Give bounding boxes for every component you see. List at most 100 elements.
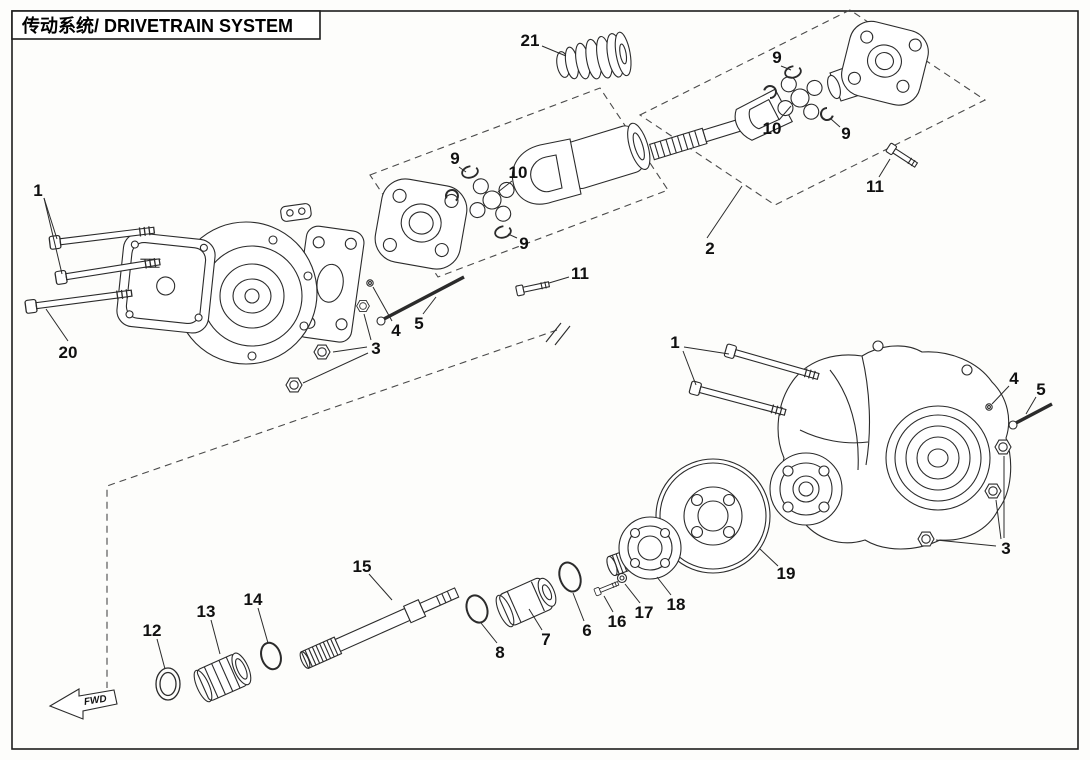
brake-disc	[655, 458, 771, 574]
leader-line-18	[656, 576, 672, 596]
snap-ring	[492, 223, 514, 241]
leader-line-13	[210, 619, 221, 655]
leader-line-5	[1025, 396, 1037, 415]
top-bracket	[280, 203, 312, 222]
leader-line-20	[45, 308, 69, 342]
callout-4: 4	[1009, 369, 1019, 388]
front-propshaft-assembly	[369, 87, 669, 297]
leader-line-3	[363, 313, 372, 341]
leader-line-14	[257, 607, 269, 644]
output-flange	[769, 452, 843, 526]
hub-flange	[606, 516, 682, 580]
yoke-fork-front	[512, 138, 582, 205]
hub-bolt	[593, 579, 620, 597]
hex-nut	[994, 439, 1012, 455]
stud-bolt-front	[376, 275, 465, 326]
leader-line-2	[706, 185, 743, 239]
hex-nut	[313, 344, 331, 360]
flange-bolt-long	[24, 286, 134, 315]
leader-line-1	[43, 197, 58, 240]
callout-20: 20	[59, 343, 78, 362]
callout-16: 16	[608, 612, 627, 631]
callout-21: 21	[521, 31, 540, 50]
hex-nut	[356, 300, 370, 312]
callout-7: 7	[541, 630, 550, 649]
callout-9: 9	[519, 234, 528, 253]
universal-joint	[776, 75, 824, 121]
hex-nut	[285, 377, 303, 393]
callout-19: 19	[777, 564, 796, 583]
leader-line-3	[302, 352, 369, 384]
callout-6: 6	[582, 621, 591, 640]
leader-line-17	[624, 583, 641, 604]
callout-5: 5	[414, 314, 423, 333]
companion-flange-front	[374, 178, 468, 270]
callout-18: 18	[667, 595, 686, 614]
snap-ring	[782, 63, 804, 81]
coupler-front	[193, 652, 252, 703]
leader-line-16	[603, 595, 614, 613]
callout-1: 1	[670, 333, 679, 352]
snap-ring	[459, 163, 481, 181]
leader-line-3	[935, 539, 997, 547]
assembly-boundary	[638, 9, 987, 206]
leader-line-10	[497, 180, 513, 193]
splined-shaft	[648, 88, 794, 161]
leader-line-19	[759, 548, 779, 567]
leader-line-9	[780, 65, 792, 71]
leader-line-8	[480, 622, 498, 644]
callout-11: 11	[571, 264, 589, 283]
callout-1: 1	[33, 181, 42, 200]
washer	[616, 572, 628, 584]
break-mark	[545, 322, 571, 346]
callout-13: 13	[197, 602, 216, 621]
leader-line-4	[372, 286, 393, 322]
flange-bolt	[688, 380, 788, 420]
callout-3: 3	[1001, 539, 1010, 558]
leader-line-1	[683, 346, 730, 355]
snap-ring-14	[260, 641, 282, 671]
flange-bolt-short	[885, 142, 920, 170]
dowel-pin	[985, 403, 993, 411]
callout-11: 11	[866, 177, 884, 196]
callout-9: 9	[772, 48, 781, 67]
leader-line-4	[991, 385, 1010, 405]
leader-line-9	[507, 233, 518, 239]
callout-14: 14	[244, 590, 263, 609]
callout-4: 4	[391, 321, 401, 340]
front-gearbox	[24, 203, 465, 393]
page-title: 传动系统/ DRIVETRAIN SYSTEM	[21, 15, 293, 36]
callout-3: 3	[371, 339, 380, 358]
rear-propshaft-assembly	[638, 9, 987, 206]
callout-2: 2	[705, 239, 714, 258]
leader-line-7	[528, 608, 543, 631]
callout-5: 5	[1036, 380, 1045, 399]
callout-9: 9	[841, 124, 850, 143]
dowel-pin	[366, 279, 374, 287]
flange-bolt-short	[515, 278, 551, 297]
callout-15: 15	[353, 557, 372, 576]
rear-gearbox	[688, 340, 1053, 550]
callout-12: 12	[143, 621, 162, 640]
callout-9: 9	[450, 149, 459, 168]
callout-10: 10	[763, 119, 782, 138]
snap-ring-8	[465, 594, 489, 624]
callout-17: 17	[635, 603, 654, 622]
leader-line-1	[43, 197, 63, 275]
leader-line-6	[572, 592, 585, 622]
leader-line-3	[995, 499, 1002, 540]
coupler-sleeve	[495, 577, 557, 628]
fwd-label: FWD	[83, 694, 107, 708]
title-box	[11, 10, 321, 40]
leader-line-3	[332, 346, 368, 353]
leader-line-21	[541, 45, 567, 57]
construction-line	[106, 329, 558, 688]
drive-shaft	[299, 587, 460, 669]
leader-line-15	[368, 573, 393, 601]
leader-line-11	[548, 276, 570, 284]
callout-8: 8	[495, 643, 504, 662]
leader-line-10	[778, 105, 792, 121]
circlip	[818, 105, 836, 123]
